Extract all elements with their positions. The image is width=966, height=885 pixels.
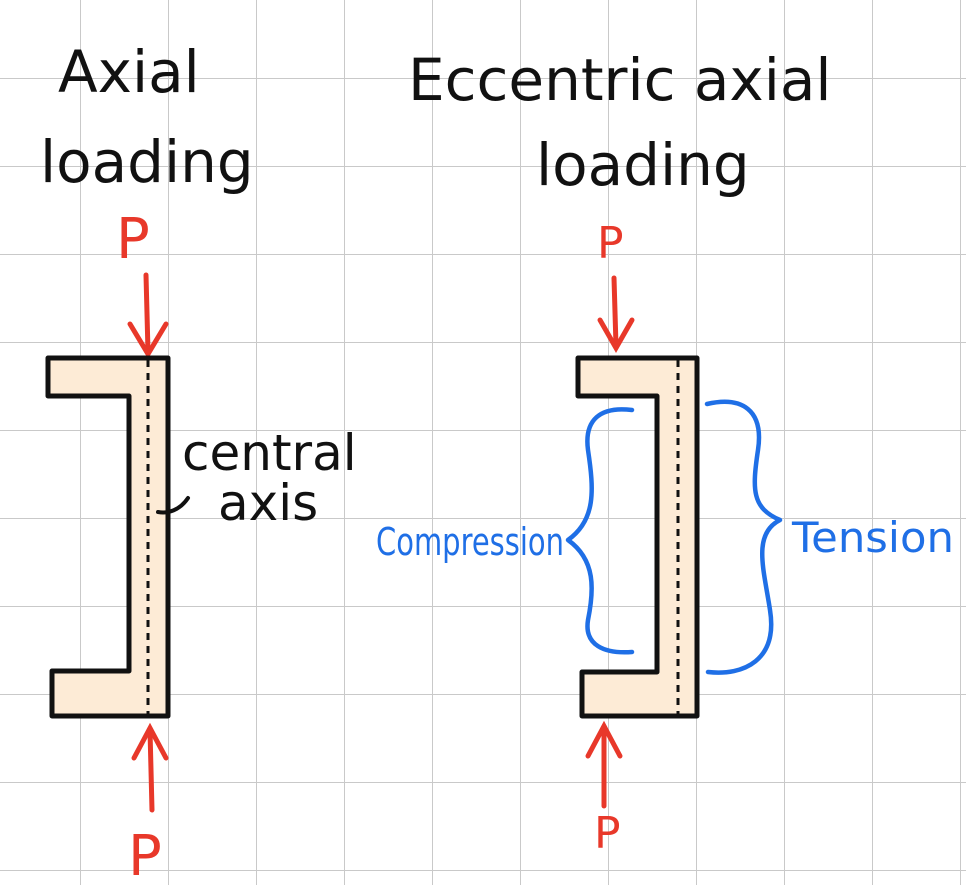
left-load-bottom-label: P bbox=[128, 824, 162, 885]
left-title-line1: Axial bbox=[58, 38, 200, 106]
tension-label: Tension bbox=[791, 513, 954, 562]
right-title-line1: Eccentric axial bbox=[408, 46, 832, 114]
right-load-bottom-label: P bbox=[594, 808, 621, 859]
right-load-top-label: P bbox=[597, 218, 624, 269]
left-channel-section bbox=[45, 355, 171, 719]
right-load-top-arrow bbox=[597, 275, 635, 354]
compression-label: Compression bbox=[376, 520, 564, 564]
right-channel-section bbox=[575, 355, 700, 719]
right-title-line2: loading bbox=[536, 131, 750, 199]
left-load-bottom-arrow bbox=[131, 722, 169, 813]
left-axis-label-line1: central bbox=[182, 424, 357, 482]
tension-brace bbox=[704, 399, 783, 675]
right-load-bottom-arrow bbox=[585, 720, 623, 809]
left-load-top-arrow bbox=[127, 272, 169, 359]
left-axis-label-line2: axis bbox=[218, 474, 318, 532]
left-load-top-label: P bbox=[116, 207, 150, 272]
left-axis-leader bbox=[156, 496, 190, 515]
left-title-line2: loading bbox=[40, 128, 254, 196]
left-diagram: Axial loading P central axis P bbox=[40, 38, 357, 885]
right-diagram: Eccentric axial loading P Compression Te… bbox=[376, 46, 954, 859]
compression-brace bbox=[565, 407, 635, 655]
